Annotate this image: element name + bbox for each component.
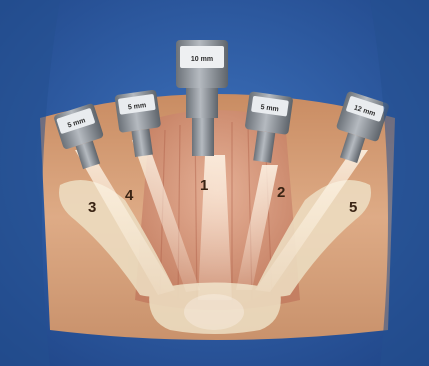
trocar-1-cap-text: 10 mm <box>191 56 213 63</box>
port-number-3: 3 <box>88 199 96 216</box>
port-number-5: 5 <box>349 199 357 216</box>
port-number-1: 1 <box>200 177 208 194</box>
port-number-4: 4 <box>125 187 134 204</box>
port-number-2: 2 <box>277 184 285 201</box>
